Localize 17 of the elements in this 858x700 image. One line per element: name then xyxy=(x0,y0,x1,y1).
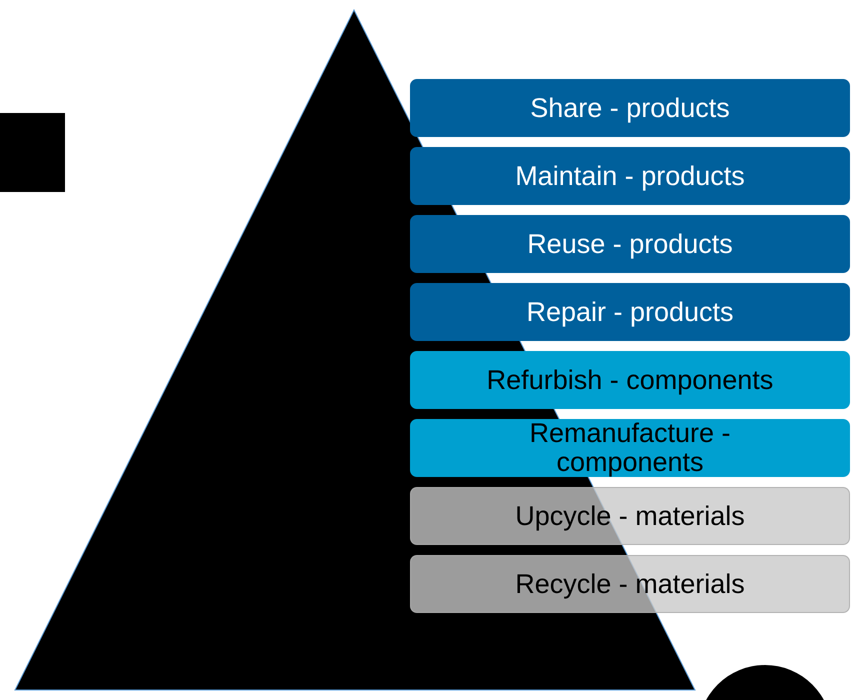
square-shape xyxy=(0,113,65,192)
level-bar xyxy=(410,351,850,409)
level-bar xyxy=(410,555,850,613)
level-bar xyxy=(410,215,850,273)
level-bar xyxy=(410,79,850,137)
level-label: Remanufacture - components xyxy=(528,419,732,477)
level-bar xyxy=(410,283,850,341)
level-label: Recycle - materials xyxy=(515,570,745,598)
level-label: Upcycle - materials xyxy=(515,502,745,530)
level-label: Repair - products xyxy=(526,298,734,326)
level-label: Reuse - products xyxy=(527,230,733,258)
level-bar xyxy=(410,487,850,545)
level-label: Refurbish - components xyxy=(486,366,774,394)
level-label: Share - products xyxy=(530,94,730,122)
level-label: Maintain - products xyxy=(515,162,745,190)
level-bar xyxy=(410,419,850,477)
level-bar xyxy=(410,147,850,205)
